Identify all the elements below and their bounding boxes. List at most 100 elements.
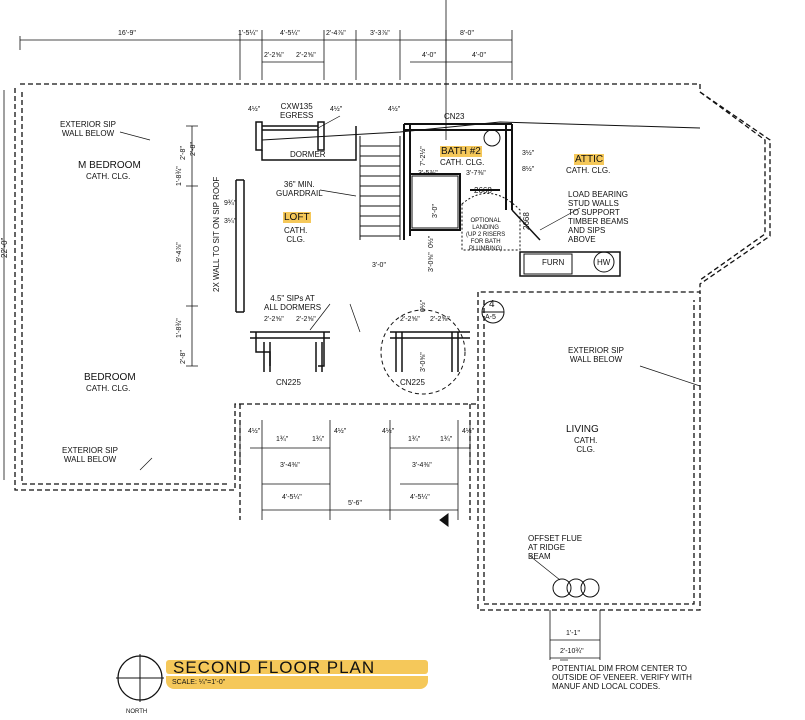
stairs [261,121,701,240]
note-knee-wall: 2X WALL TO SIT ON SIP ROOF [212,176,221,292]
dim-mid-6: 7'-2½" [420,146,427,166]
exterior-outline [14,83,771,611]
note-offset-flue: OFFSET FLUE AT RIDGE BEAM [528,534,583,561]
dim-mid-3: 2'-8" [190,142,197,156]
dim-top2-0: 2'-2⅝" [264,52,284,59]
dim-left-2: 9'-4⅞" [176,242,183,262]
dim-bottom3-0: 4'-5¼" [282,494,302,501]
north-arrow [116,654,164,702]
room-bath2-note: CATH. CLG. [440,158,485,167]
room-attic-note: CATH. CLG. [566,166,611,175]
room-loft-name-text: LOFT [283,212,311,223]
dim-bottom3-2: 4'-5¼" [410,494,430,501]
room-attic-name-text: ATTIC [574,154,605,165]
dim-bottom-1: 1¾" [276,436,289,443]
room-loft-name: LOFT [283,212,311,223]
dim-dormer-2: 2'-2⅝" [400,316,420,323]
dim-top2-3: 4'-0" [472,52,486,59]
note-ext-sip-lower-left: EXTERIOR SIP WALL BELOW [62,446,119,464]
dim-flue-0: 1'-1" [566,630,580,637]
dim-mid-7: 3'-5⅜" [418,170,438,177]
window-cn225-a: CN225 [276,378,301,387]
dim-bottom-2: 1¾" [312,436,325,443]
dim-bottom-6: 1¾" [440,436,453,443]
dim-bottom-4: 4½" [382,428,395,435]
dim-mid-5: 8½" [522,166,535,173]
room-bedroom-note: CATH. CLG. [86,384,131,393]
toilet [483,129,501,147]
dim-top-4: 3'-3⅞" [370,30,390,37]
section-sheet: A-5 [485,314,496,321]
window-cn225-b: CN225 [400,378,425,387]
detail-circle [380,309,466,395]
dimension-lines [3,0,601,660]
leader-lines [119,115,701,661]
dim-mid-14: 0½" [428,235,435,248]
dim-top-0: 16'-9" [118,30,136,37]
dim-left-1: 1'-8¾" [176,166,183,186]
cut-marker [439,513,449,527]
window-cn23: CN23 [444,112,465,121]
overall-vertical-dim: 22'-0" [0,237,9,258]
title-highlight-band [166,660,428,674]
dim-top-3: 2'-4⅞" [326,30,346,37]
dim-mid-4: 3½" [522,150,535,157]
landing-arc [461,192,521,251]
dim-top-2: 4'-5¼" [280,30,300,37]
dim-left-3: 1'-8¾" [176,318,183,338]
shower [411,175,459,229]
note-furn: FURN [542,258,565,267]
dim-top2-2: 4'-0" [422,52,436,59]
dim-bottom-3: 4½" [334,428,347,435]
dim-bottom2-0: 3'-4⅜" [280,462,300,469]
left-wall [235,179,245,313]
door-2668-a: 2668 [474,186,492,195]
dim-mid-2: 4½" [388,106,401,113]
room-loft-note: CATH. CLG. [284,226,308,244]
dim-mid-13: 3'-0⅝" [428,252,435,272]
dim-mid-12: 3'-0" [372,262,386,269]
note-sips-dormers: 4.5" SIPs AT ALL DORMERS [264,294,322,312]
note-ext-sip-upper-left: EXTERIOR SIP WALL BELOW [60,120,117,138]
dim-mid-0: 4½" [248,106,261,113]
room-bath2-name-text: BATH #2 [440,146,482,157]
dim-bottom-7: 4½" [462,428,475,435]
room-living-name: LIVING [566,424,599,435]
note-guardrail: 36" MIN. GUARDRAIL [276,180,323,198]
title-block: SECOND FLOOR PLAN SCALE: ¼"=1'-0" NORTH [118,650,448,715]
dim-dormer-4: 3'-0⅝" [420,352,427,372]
title-scale: SCALE: ¼"=1'-0" [166,676,428,689]
dim-mid-8: 3'-7⅜" [466,170,486,177]
door-2668-b: 2668 [522,212,531,230]
north-label: NORTH [126,709,148,715]
title-main: SECOND FLOOR PLAN [173,658,376,677]
dim-dormer-1: 2'-2⅝" [296,316,316,323]
note-load-bearing: LOAD BEARING STUD WALLS TO SUPPORT TIMBE… [568,190,629,244]
dim-dormer-3: 2'-2⅝" [430,316,450,323]
dim-mid-9: 3'-0" [432,204,439,218]
room-m-bedroom-note: CATH. CLG. [86,172,131,181]
dim-top-1: 1'-5¼" [238,30,258,37]
dim-bottom-0: 4½" [248,428,261,435]
dim-bottom-5: 1¾" [408,436,421,443]
dim-mid-10: 9¾" [224,200,237,207]
note-dormer: DORMER [290,150,326,159]
note-hw: HW [597,258,611,267]
section-number: 4 [489,299,495,310]
room-attic-name: ATTIC [574,154,605,165]
dim-left-4: 2'-8" [180,350,187,364]
dim-mid-11: 3¼" [224,218,237,225]
dim-dormer-0: 2'-2⅝" [264,316,284,323]
dim-bottom2-1: 3'-4⅜" [412,462,432,469]
note-egress: CXW135 EGRESS [280,102,314,120]
dim-flue-1: 2'-10¾" [560,648,584,655]
dim-bottom3-1: 5'-6" [348,500,362,507]
note-potential-dim: POTENTIAL DIM FROM CENTER TO OUTSIDE OF … [552,664,692,691]
dim-left-0: 2'-8" [180,146,187,160]
dim-top-5: 8'-0" [460,30,474,37]
note-optional-landing: OPTIONAL LANDING (UP 2 RISERS FOR BATH P… [466,218,506,252]
room-bedroom-name: BEDROOM [84,372,136,383]
room-bath2-name: BATH #2 [440,146,482,157]
room-m-bedroom-name: M BEDROOM [78,160,141,171]
